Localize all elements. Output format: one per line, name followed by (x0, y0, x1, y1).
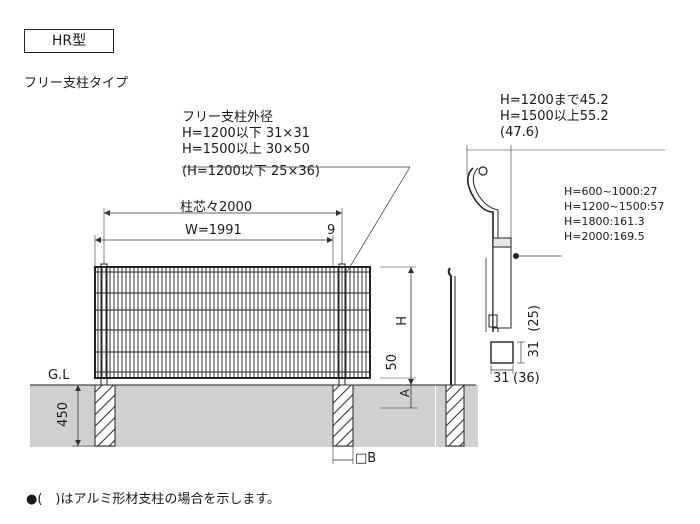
subtitle: フリー支柱タイプ (24, 76, 129, 91)
post-spec-line2: H=1200以下 31×31 (182, 126, 310, 141)
side-top2: H=1500以上55.2 (500, 109, 609, 124)
side-top1: H=1200まで45.2 (500, 93, 609, 108)
footnote: ●( )はアルミ形材支柱の場合を示します。 (26, 492, 281, 507)
post-width-alt-label: (36) (513, 371, 540, 386)
side-post (447, 267, 452, 385)
post-spec-line1: フリー支柱外径 (182, 110, 274, 125)
post-height-alt-label: (25) (527, 305, 542, 332)
a-label: A (398, 389, 412, 398)
side-r4: H=2000:169.5 (564, 230, 645, 243)
side-r1: H=600~1000:27 (564, 185, 658, 198)
post-width-label: 31 (493, 371, 510, 386)
side-r2: H=1200~1500:57 (564, 200, 665, 213)
clearance-label: 50 (385, 354, 400, 371)
gl-label: G.L (48, 368, 70, 383)
model-title: HR型 (51, 33, 87, 49)
side-top3: (47.6) (500, 125, 540, 140)
side-r3: H=1800:161.3 (564, 215, 645, 228)
pitch-label: 柱芯々2000 (180, 200, 253, 215)
spec-leader-d (344, 166, 411, 276)
post-spec-line3: H=1500以上 30×50 (182, 142, 310, 157)
side-right-block: H=600~1000:27 H=1200~1500:57 H=1800:161.… (564, 184, 664, 244)
post-spec-line4: (H=1200以下 25×36) (182, 164, 321, 179)
post-section (490, 341, 514, 364)
bracket-bolt-right (513, 253, 519, 259)
bracket-profile (466, 167, 494, 332)
post-spec-block: フリー支柱外径 H=1200以下 31×31 H=1500以上 30×50 (H… (182, 110, 320, 180)
gap-label: 9 (327, 223, 336, 238)
model-title-box: HR型 (24, 29, 114, 53)
mesh-panel (94, 266, 371, 379)
width-label: W=1991 (185, 223, 242, 238)
side-top-block: H=1200まで45.2 H=1500以上55.2 (47.6) (500, 93, 609, 141)
embed-label: 450 (56, 402, 71, 427)
bracket-bolt-top (478, 166, 488, 176)
base-label: □B (355, 451, 377, 466)
height-label: H (395, 316, 410, 326)
post-height-label: 31 (527, 341, 542, 358)
ground-area (30, 385, 435, 447)
